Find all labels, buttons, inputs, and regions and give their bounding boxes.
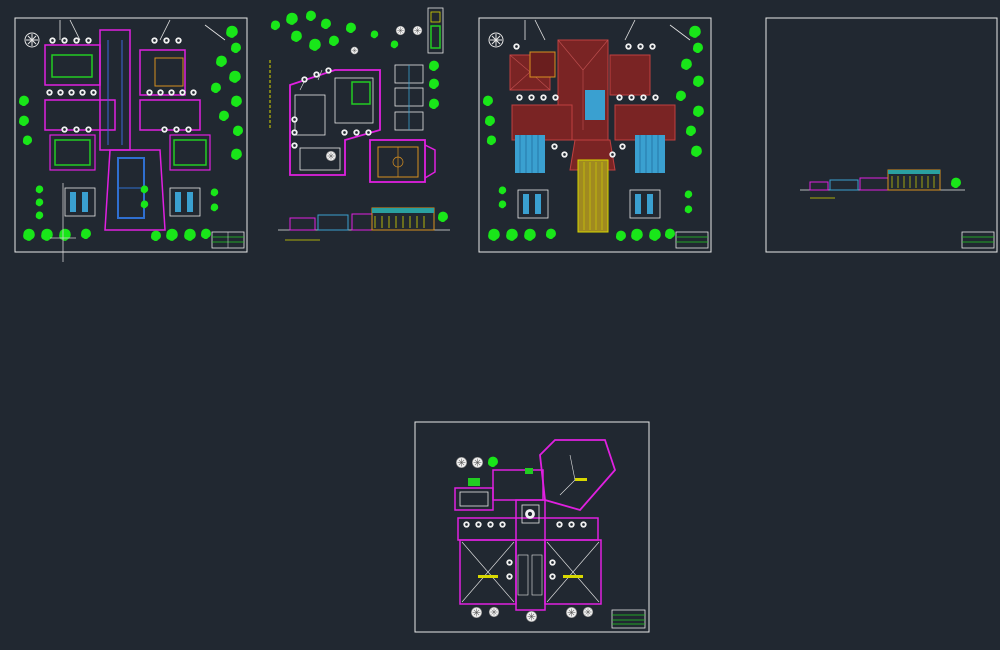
sheet-4-elevation bbox=[800, 169, 965, 199]
north-arrow-icon bbox=[24, 32, 40, 48]
site-roads bbox=[59, 19, 226, 41]
sheet-5-title-block bbox=[611, 609, 646, 629]
sheet-2-legend bbox=[427, 7, 444, 54]
sheet-3[interactable] bbox=[478, 17, 712, 253]
sheet-4-title-block bbox=[961, 231, 995, 249]
sheet-2-elevation bbox=[278, 207, 450, 241]
legend-swatch-1 bbox=[430, 11, 441, 23]
sheet-1[interactable] bbox=[14, 17, 248, 262]
sheet-5-floor-plan bbox=[454, 439, 617, 611]
sheet-2-floor-plan bbox=[289, 64, 436, 183]
legend-swatch-2 bbox=[430, 25, 441, 49]
sheet-2-trees bbox=[270, 10, 448, 223]
cursor-crosshair-icon bbox=[50, 183, 76, 262]
sheet-3-title-block bbox=[675, 231, 709, 249]
sheet-2[interactable] bbox=[269, 7, 450, 241]
sheet-1-title-block bbox=[211, 231, 245, 249]
sheet-1-building bbox=[44, 29, 211, 231]
north-arrow-icon bbox=[488, 32, 504, 48]
sheet-3-roads bbox=[524, 19, 691, 41]
sheet-5-frame bbox=[414, 421, 650, 633]
sheet-4[interactable] bbox=[765, 17, 998, 253]
sheet-4-frame bbox=[765, 17, 998, 253]
sheet-3-roof-plan bbox=[509, 39, 676, 233]
sheet-5[interactable] bbox=[414, 421, 650, 633]
